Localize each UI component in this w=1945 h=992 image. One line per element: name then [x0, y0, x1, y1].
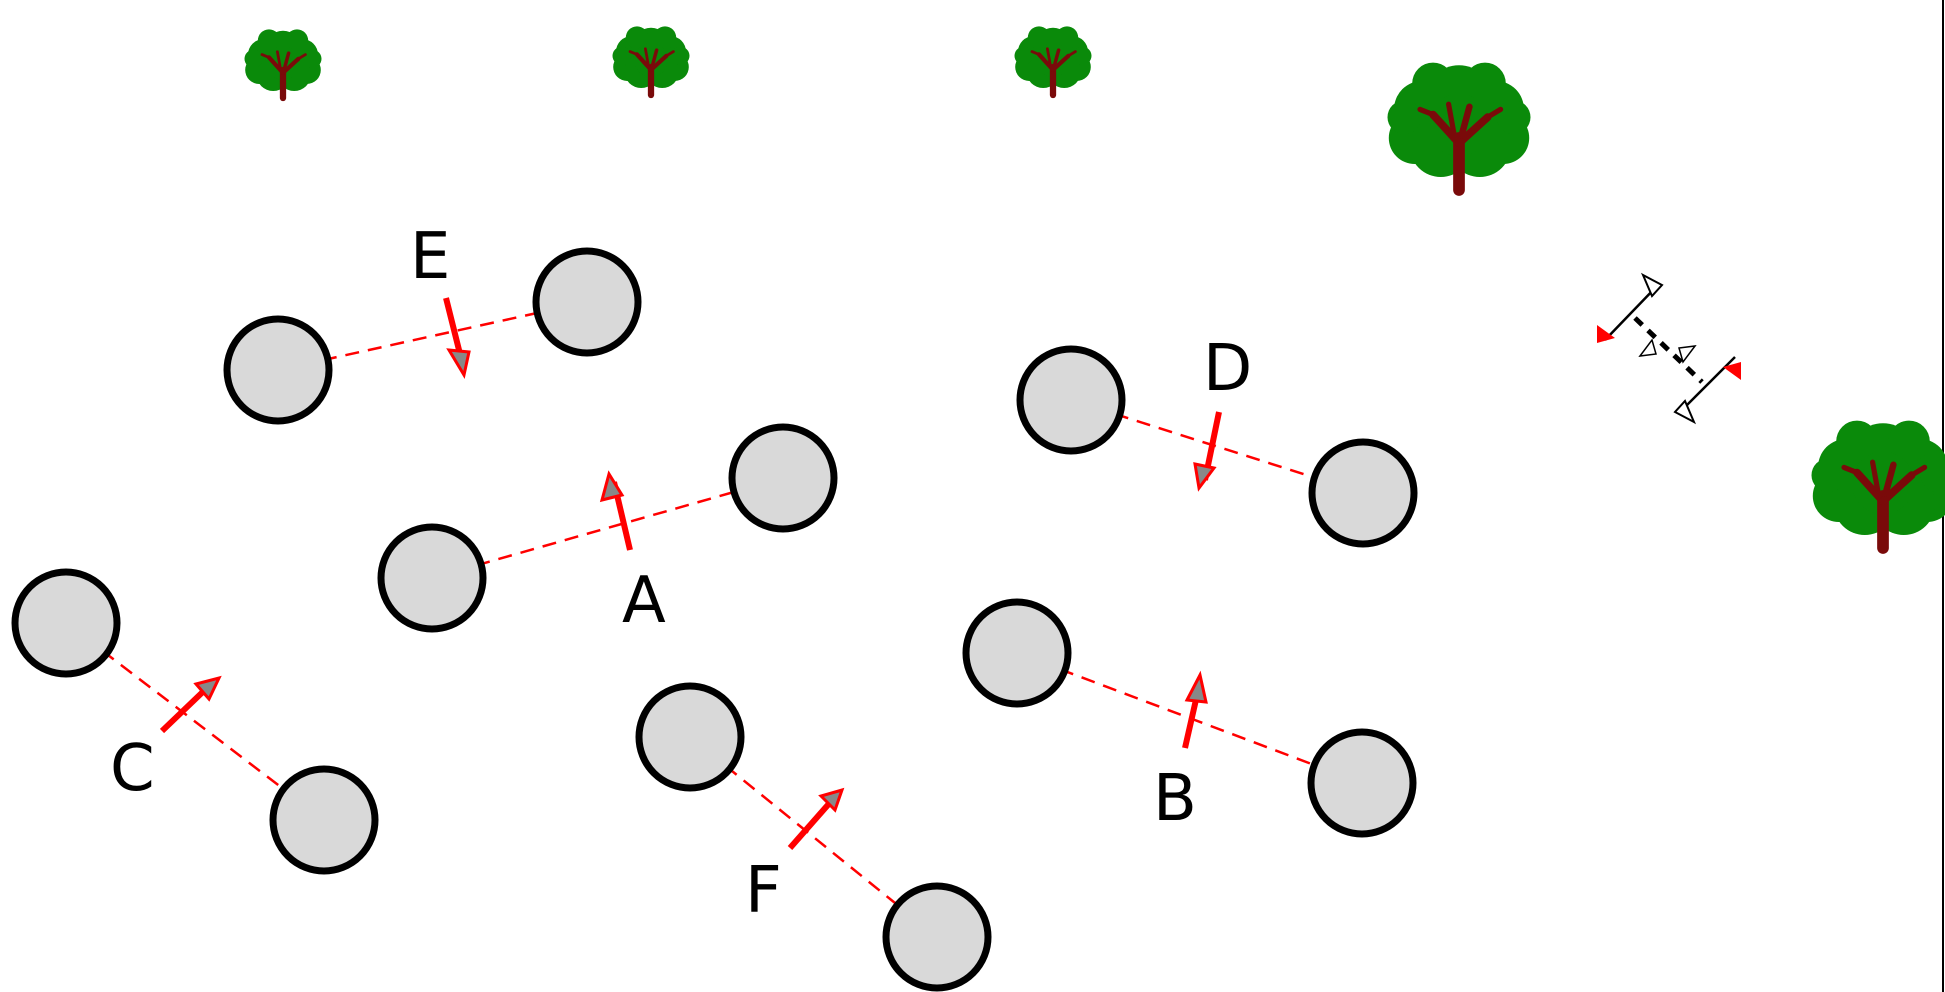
pair-label-c: C [110, 732, 155, 806]
node-circle [635, 682, 745, 792]
pair-link-line [431, 476, 784, 580]
node-circle [882, 882, 992, 992]
node-circle [1016, 345, 1126, 455]
pair-a: A [377, 423, 838, 638]
pair-b: B [962, 598, 1417, 838]
node-circle [962, 598, 1072, 708]
node-circle [269, 765, 379, 875]
tree-icon [245, 29, 322, 98]
tree-icon [1388, 63, 1531, 190]
pair-e: E [223, 220, 642, 425]
pair-f: F [635, 682, 992, 992]
node-circle [223, 315, 333, 425]
node-circle [728, 423, 838, 533]
direction-arrow [787, 787, 845, 850]
node-circle [532, 247, 642, 357]
direction-arrow [159, 675, 222, 734]
dimension-marker-icon [1597, 272, 1741, 425]
node-circle [1308, 438, 1418, 548]
direction-arrow [1193, 411, 1222, 492]
pair-d: D [1016, 332, 1418, 548]
tree-icon [1812, 421, 1945, 548]
pair-label-e: E [410, 220, 450, 294]
node-circle [11, 568, 121, 678]
pair-c: C [11, 568, 379, 875]
pair-label-f: F [745, 854, 782, 928]
tree-icon [1015, 26, 1092, 95]
pair-label-b: B [1153, 762, 1197, 836]
direction-arrow [1182, 670, 1208, 749]
direction-arrow [599, 470, 633, 551]
pair-label-a: A [622, 564, 666, 638]
node-circle [377, 523, 487, 633]
tree-icon [613, 26, 690, 95]
direction-arrow [443, 297, 471, 380]
node-circle [1307, 728, 1417, 838]
pair-label-d: D [1203, 332, 1252, 406]
